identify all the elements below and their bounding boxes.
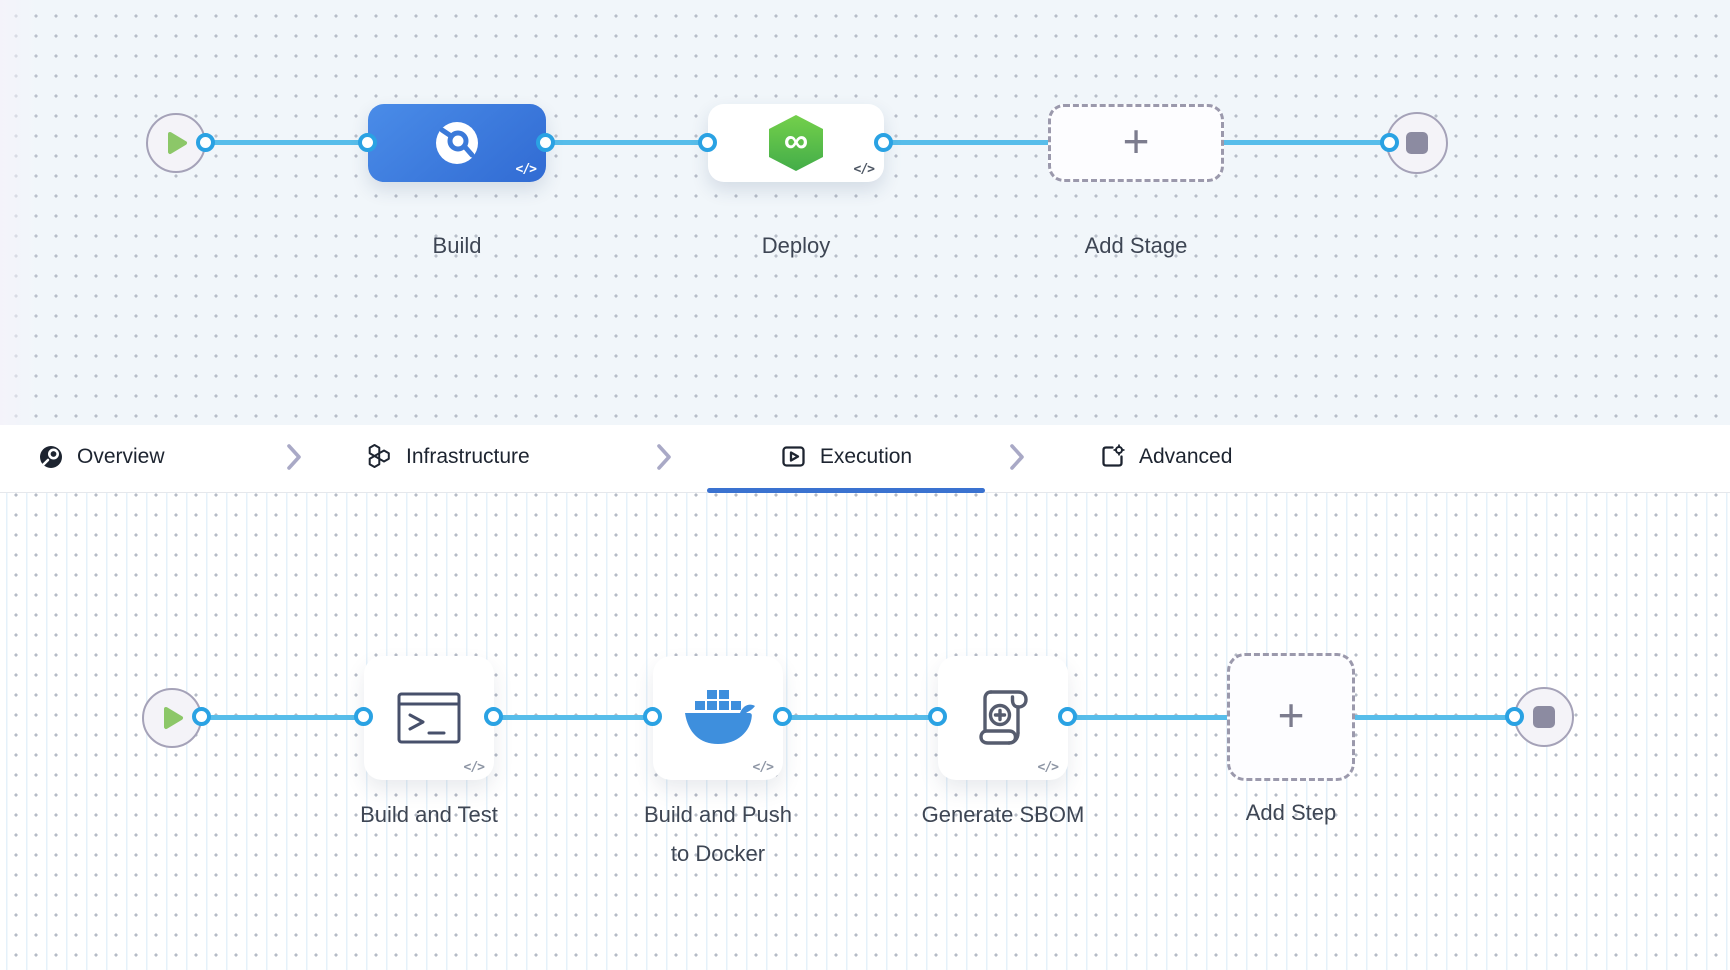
connector-dot[interactable]	[874, 133, 893, 152]
ci-build-icon	[436, 122, 478, 164]
chevron-right-icon	[1010, 444, 1024, 470]
label-line-2: to Docker	[670, 841, 766, 866]
code-toggle-icon[interactable]: </>	[515, 162, 538, 177]
step-label-generate-sbom: Generate SBOM	[921, 802, 1085, 827]
connector-dot[interactable]	[698, 133, 717, 152]
connector-dot[interactable]	[484, 707, 503, 726]
tab-label: Overview	[77, 444, 165, 468]
stage-label-deploy: Deploy	[761, 233, 831, 258]
connector-dot[interactable]	[1505, 707, 1524, 726]
selected-tab-underline	[707, 488, 985, 493]
tab-infrastructure[interactable]: Infrastructure	[366, 425, 530, 488]
code-toggle-icon[interactable]: </>	[752, 760, 775, 775]
stage-node-build[interactable]: </>	[368, 104, 546, 182]
execution-step-canvas[interactable]: </> Build and Test </> Build and Push to…	[0, 493, 1730, 970]
overview-icon	[40, 445, 62, 468]
connector-dot[interactable]	[928, 707, 947, 726]
step-connector-line	[200, 715, 1518, 720]
plus-icon: +	[1122, 115, 1150, 167]
step-label-build-and-push: Build and Push to Docker	[568, 801, 868, 868]
terminal-icon	[397, 692, 461, 744]
connector-dot[interactable]	[358, 133, 377, 152]
execution-icon	[782, 446, 805, 467]
chevron-right-icon	[657, 444, 671, 470]
code-toggle-icon[interactable]: </>	[853, 162, 876, 177]
connector-dot[interactable]	[192, 707, 211, 726]
add-stage-label: Add Stage	[1084, 233, 1188, 258]
chevron-right-icon	[287, 444, 301, 470]
connector-dot[interactable]	[773, 707, 792, 726]
connector-dot[interactable]	[1380, 133, 1399, 152]
tab-advanced[interactable]: Advanced	[1099, 425, 1232, 488]
connector-dot[interactable]	[643, 707, 662, 726]
pipeline-start-node	[146, 113, 206, 173]
code-toggle-icon[interactable]: </>	[463, 760, 486, 775]
stage-label-build: Build	[432, 233, 482, 258]
stage-config-tabbar: Overview Infrastructure Execution	[0, 425, 1730, 493]
connector-dot[interactable]	[536, 133, 555, 152]
stop-icon	[1533, 706, 1555, 728]
tab-overview[interactable]: Overview	[38, 425, 165, 488]
play-icon	[168, 132, 187, 154]
stage-canvas[interactable]: </> Build ∞ </> Deploy + Add Stage	[0, 0, 1730, 425]
add-stage-button[interactable]: +	[1048, 104, 1224, 182]
connector-dot[interactable]	[354, 707, 373, 726]
connector-dot[interactable]	[196, 133, 215, 152]
code-toggle-icon[interactable]: </>	[1037, 760, 1060, 775]
tab-label: Execution	[819, 444, 913, 468]
execution-end-node	[1514, 687, 1574, 747]
plus-icon: +	[1277, 689, 1305, 741]
cd-deploy-icon: ∞	[769, 115, 823, 171]
sbom-scroll-icon	[979, 690, 1028, 745]
tab-label: Infrastructure	[406, 444, 530, 468]
step-node-build-and-push-to-docker[interactable]: </>	[653, 656, 783, 780]
step-node-generate-sbom[interactable]: </>	[938, 656, 1068, 780]
play-icon	[164, 707, 183, 729]
tab-label: Advanced	[1139, 444, 1233, 468]
connector-dot[interactable]	[1058, 707, 1077, 726]
docker-icon	[685, 690, 755, 744]
add-step-button[interactable]: +	[1227, 653, 1355, 781]
stage-node-deploy[interactable]: ∞ </>	[708, 104, 884, 182]
advanced-icon	[1102, 444, 1125, 467]
infrastructure-icon	[368, 444, 390, 468]
step-label-build-and-test: Build and Test	[360, 802, 498, 827]
stop-icon	[1406, 132, 1428, 154]
step-node-build-and-test[interactable]: </>	[364, 656, 494, 780]
label-line-1: Build and Push	[644, 802, 792, 827]
add-step-label: Add Step	[1245, 800, 1337, 825]
tab-execution[interactable]: Execution	[707, 425, 985, 488]
